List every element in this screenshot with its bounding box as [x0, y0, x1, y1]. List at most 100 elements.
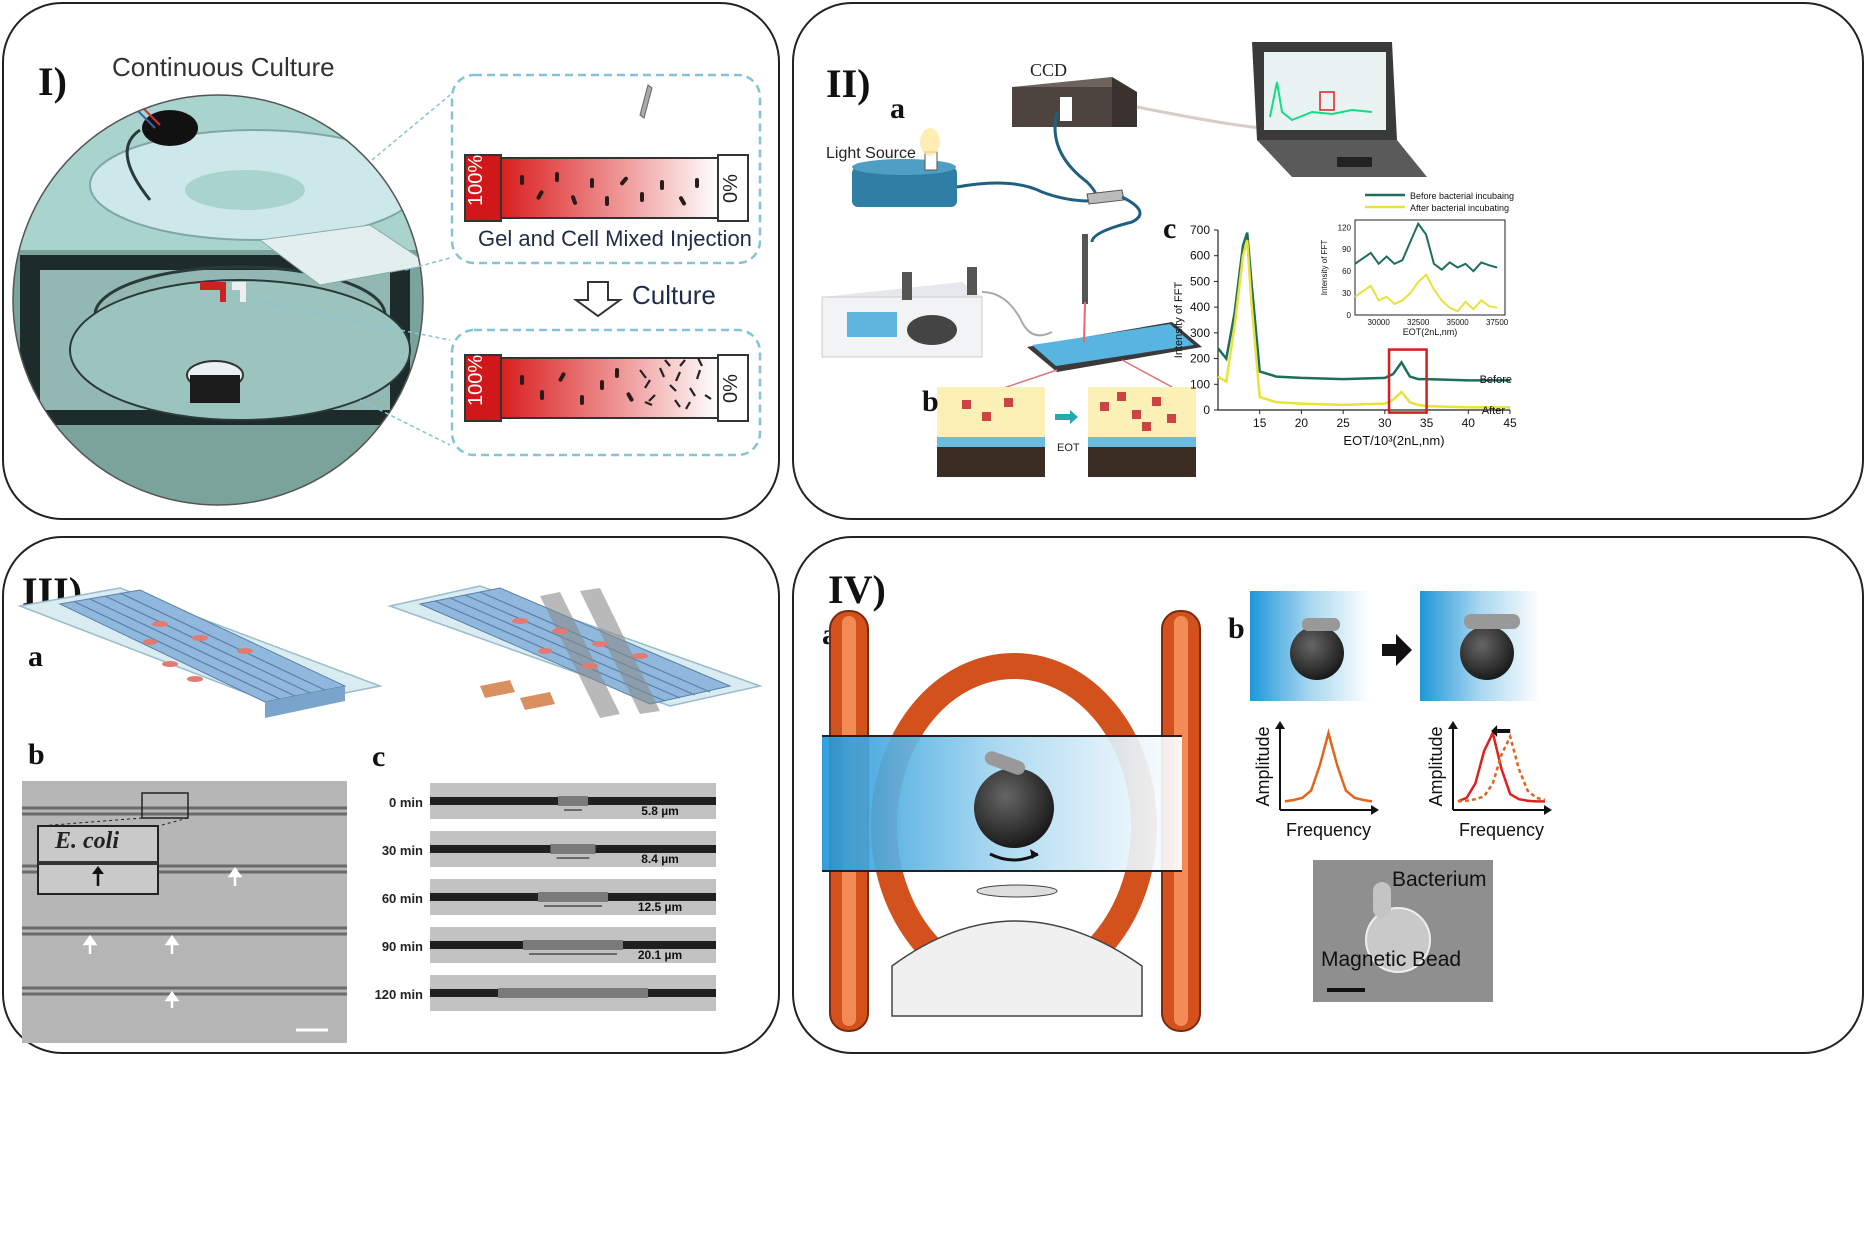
- inset-x-tick-label: 35000: [1447, 318, 1470, 327]
- continuous-culture-device-illustration: [12, 73, 762, 506]
- inset-series-0: [1354, 221, 1498, 273]
- culture-label: Culture: [632, 280, 716, 310]
- fft-y-axis-label: Intensity of FFT: [1173, 282, 1185, 359]
- panel-3-sub-b: b: [28, 738, 45, 771]
- fft-y-tick-label: 100: [1190, 377, 1210, 391]
- inset-y-tick-label: 30: [1342, 289, 1351, 298]
- inset-y-tick-label: 60: [1342, 267, 1351, 276]
- shift-arrow-head: [1491, 725, 1498, 737]
- inset-y-axis-label: Intensity of FFT: [1320, 240, 1329, 296]
- timelapse-time-label: 60 min: [381, 891, 423, 906]
- amp-y-arrow: [1275, 721, 1285, 729]
- amp-curve-0: [1284, 728, 1373, 803]
- fft-x-tick-label: 35: [1420, 416, 1434, 430]
- strip-cell: [550, 844, 596, 854]
- fft-y-tick-label: 600: [1190, 249, 1210, 263]
- fft-x-tick-label: 15: [1253, 416, 1267, 430]
- magnetic-bead-label: Magnetic Bead: [1321, 948, 1462, 971]
- fft-x-tick-label: 25: [1336, 416, 1350, 430]
- fft-y-tick-label: 500: [1190, 274, 1210, 288]
- spectroscopy-setup-illustration: [821, 42, 1427, 477]
- inset-x-tick-label: 37500: [1486, 318, 1509, 327]
- amp-y-axis-label: Amplitude: [1253, 726, 1273, 806]
- timelapse-time-label: 120 min: [374, 987, 423, 1002]
- timelapse-time-label: 0 min: [389, 795, 423, 810]
- fft-y-tick-label: 700: [1190, 223, 1210, 237]
- amp-y-arrow: [1448, 721, 1458, 729]
- panel-4-label: IV): [828, 567, 886, 612]
- amp-x-axis-label: Frequency: [1286, 820, 1371, 840]
- inset-x-tick-label: 32500: [1407, 318, 1430, 327]
- amp-curve-0: [1457, 729, 1545, 803]
- eot-label: EOT: [1057, 442, 1080, 454]
- light-source-label: Light Source: [826, 145, 916, 162]
- ecoli-label: E. coli: [55, 828, 119, 854]
- strip-cell: [523, 940, 623, 950]
- panel-3-sub-a: a: [28, 640, 43, 673]
- ccd-label: CCD: [1030, 60, 1068, 80]
- inset-legend-label: After bacterial incubating: [1410, 203, 1509, 213]
- fft-inset-chart: 0 30 60 90 120 30000 32500 35000 37500EOT(2nL,nm…: [1320, 191, 1514, 337]
- timelapse-size-label: 8.4 µm: [641, 852, 679, 866]
- amp-x-arrow: [1544, 805, 1552, 815]
- strip-cell: [538, 892, 608, 902]
- timelapse-strip: 20.1 µm: [430, 927, 716, 963]
- timelapse-time-label: 30 min: [381, 843, 423, 858]
- inset-series-1: [1354, 273, 1498, 313]
- panel-2-sub-c: c: [1163, 212, 1177, 245]
- fft-label-after: After: [1482, 405, 1506, 417]
- fft-series-before: [1217, 232, 1510, 382]
- inset-y-tick-label: 90: [1342, 245, 1351, 254]
- fft-x-tick-label: 30: [1378, 416, 1392, 430]
- inset-x-axis-label: EOT(2nL,nm): [1403, 327, 1458, 337]
- inset-legend-label: Before bacterial incubaing: [1410, 191, 1514, 201]
- panel-4-sub-b: b: [1228, 612, 1245, 645]
- fft-label-before: Before: [1480, 374, 1512, 386]
- timelapse-strip: 8.4 µm: [430, 831, 716, 867]
- fft-series-after: [1217, 239, 1510, 409]
- fft-y-tick-label: 300: [1190, 326, 1210, 340]
- panel-2-sub-a: a: [890, 92, 905, 125]
- amp-x-axis-label: Frequency: [1459, 820, 1544, 840]
- fft-x-tick-label: 20: [1295, 416, 1309, 430]
- pct-low-top: 0%: [720, 174, 742, 203]
- timelapse-strip: 5.8 µm: [430, 783, 716, 819]
- microchannel-chip-illustration: [17, 585, 763, 1043]
- fft-highlight-box: [1387, 348, 1428, 414]
- fft-y-tick-label: 400: [1190, 300, 1210, 314]
- pct-high-top: 100%: [465, 154, 487, 206]
- strip-cell: [558, 796, 588, 806]
- strip-cell: [498, 988, 648, 998]
- fft-y-tick-label: 200: [1190, 352, 1210, 366]
- timelapse-size-label: 5.8 µm: [641, 804, 679, 818]
- inset-y-tick-label: 120: [1338, 223, 1352, 232]
- panel-3-sub-c: c: [372, 740, 386, 773]
- timelapse-strip: [430, 975, 716, 1011]
- panel-1-label: I): [38, 59, 67, 104]
- inset-frame: [1354, 219, 1506, 316]
- inset-y-tick-label: 0: [1347, 311, 1352, 320]
- timelapse-size-label: 20.1 µm: [638, 948, 682, 962]
- amp-curve-1: [1457, 733, 1546, 803]
- continuous-culture-title: Continuous Culture: [112, 52, 335, 82]
- fft-x-tick-label: 45: [1503, 416, 1517, 430]
- fft-x-axis-label: EOT/10³(2nL,nm): [1343, 433, 1444, 448]
- panel-2-sub-b: b: [922, 385, 939, 418]
- pct-low-bottom: 0%: [720, 374, 742, 403]
- sem-bead-bacterium-image: [1313, 860, 1493, 1002]
- pct-high-bottom: 100%: [465, 354, 487, 406]
- amp-y-axis-label: Amplitude: [1426, 726, 1446, 806]
- timelapse-size-label: 12.5 µm: [638, 900, 682, 914]
- timelapse-time-label: 90 min: [381, 939, 423, 954]
- amp-x-arrow: [1371, 805, 1379, 815]
- panel-2-label: II): [826, 61, 871, 106]
- inset-x-tick-label: 30000: [1368, 318, 1391, 327]
- magnetic-bead-sensor-illustration: [822, 591, 1540, 1032]
- timelapse-strip: 12.5 µm: [430, 879, 716, 915]
- bacterium-label: Bacterium: [1392, 868, 1487, 891]
- fft-y-tick-label: 0: [1203, 403, 1210, 417]
- gel-cell-injection-caption: Gel and Cell Mixed Injection: [478, 226, 752, 251]
